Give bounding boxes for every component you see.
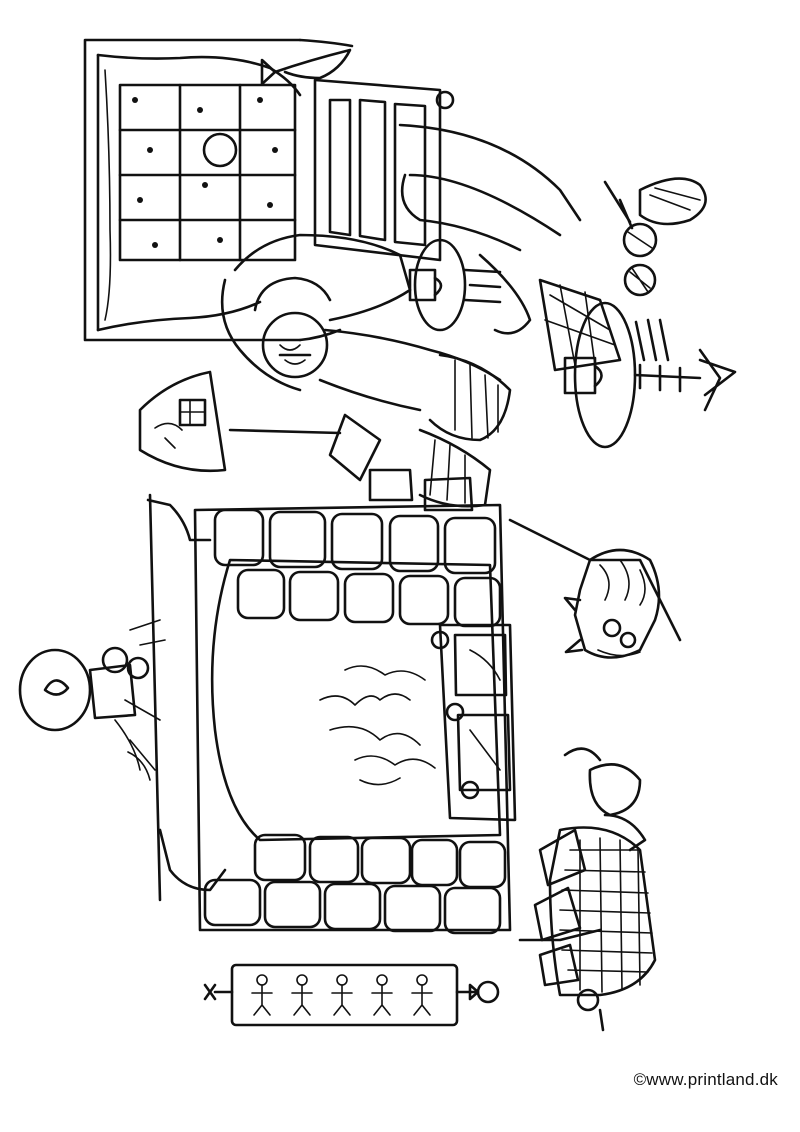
bookcase [313, 78, 455, 262]
decorative-plaque [203, 963, 500, 1027]
firewood-basket [533, 747, 657, 1032]
lamp [138, 370, 342, 473]
fireplace [146, 493, 682, 942]
copyright-text: ©www.printland.dk [633, 1070, 778, 1089]
candle-and-holly [18, 619, 166, 781]
person-in-armchair [220, 233, 512, 512]
sleeping-cat [563, 548, 661, 659]
window-with-curtains [83, 38, 354, 342]
sofa [398, 123, 622, 372]
mugs-and-tables [408, 238, 737, 449]
yarn-and-knitting [603, 177, 707, 362]
